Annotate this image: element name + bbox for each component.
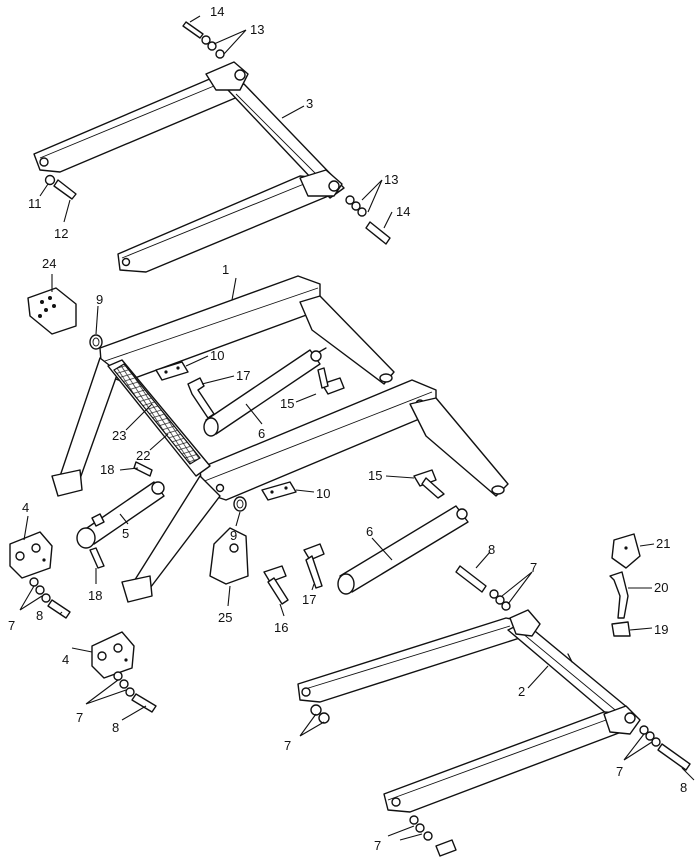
bushings-pin-part-2-bottom	[409, 815, 457, 857]
pin-part-18-upper	[133, 461, 153, 477]
mount-bracket-part-25	[209, 527, 249, 585]
callout-6-lower: 6	[366, 524, 373, 539]
pin-and-bushings-right	[345, 195, 391, 245]
callout-10-upper: 10	[210, 348, 224, 363]
plate-part-10-lower	[261, 481, 297, 501]
upper-arm-frame-part-3	[33, 61, 345, 273]
callout-25: 25	[218, 610, 232, 625]
callout-7-upper: 7	[530, 560, 537, 575]
lever-part-20	[609, 571, 629, 619]
callout-9-lower: 9	[230, 528, 237, 543]
callout-8-upper: 8	[488, 542, 495, 557]
callout-11: 11	[28, 196, 42, 211]
callout-20: 20	[654, 580, 668, 595]
bushings-pin-left-upper	[29, 577, 71, 619]
callout-23: 23	[112, 428, 126, 443]
callout-7-part2-bottom: 7	[374, 838, 381, 853]
bushings-pin-part-2-top	[455, 565, 511, 611]
mounting-bracket-part-4-upper	[9, 531, 53, 579]
callout-10-lower: 10	[316, 486, 330, 501]
callout-labels-extra: 8 7	[374, 780, 687, 853]
pin-part-17-lower	[303, 543, 325, 589]
bushings-pin-part-2-right	[639, 725, 691, 771]
callout-3: 3	[306, 96, 313, 111]
callout-7-left-upper: 7	[8, 618, 15, 633]
callout-18-upper: 18	[100, 462, 114, 477]
plate-part-10-upper	[155, 361, 189, 381]
callout-7-part2-left: 7	[284, 738, 291, 753]
callout-19: 19	[654, 622, 668, 637]
callout-8-part2-right: 8	[680, 780, 687, 795]
callout-12: 12	[54, 226, 68, 241]
pin-part-18-lower	[89, 547, 105, 569]
callout-7-left-lower: 7	[76, 710, 83, 725]
bracket-part-24	[27, 287, 77, 335]
hydraulic-cylinder-part-5	[76, 481, 165, 549]
main-frame-part-1	[51, 275, 509, 603]
callout-16: 16	[274, 620, 288, 635]
bushings-pin-left-lower	[113, 671, 157, 713]
plate-part-21	[611, 533, 641, 569]
pin-and-bushing-left	[44, 174, 77, 200]
callout-8-left-lower: 8	[112, 720, 119, 735]
callout-15-upper: 15	[280, 396, 294, 411]
callout-15-lower: 15	[368, 468, 382, 483]
callout-17-upper: 17	[236, 368, 250, 383]
callout-9-upper: 9	[96, 292, 103, 307]
callout-22: 22	[136, 448, 150, 463]
callout-14-right: 14	[396, 204, 410, 219]
callout-18-lower: 18	[88, 588, 102, 603]
washer-part-9-lower	[233, 496, 247, 512]
callout-24: 24	[42, 256, 56, 271]
callout-4-upper: 4	[22, 500, 29, 515]
callout-13-right: 13	[384, 172, 398, 187]
clip-part-19	[611, 621, 631, 637]
bushings-part-2-left	[310, 704, 330, 724]
callout-5: 5	[122, 526, 129, 541]
pin-part-16	[263, 565, 289, 605]
callout-17-lower: 17	[302, 592, 316, 607]
pin-part-15-upper	[317, 367, 345, 395]
washer-part-9-upper	[89, 334, 103, 350]
callout-21: 21	[656, 536, 670, 551]
callout-2: 2	[518, 684, 525, 699]
pin-part-15-lower	[413, 469, 445, 499]
callout-13-top: 13	[250, 22, 264, 37]
callout-14-top: 14	[210, 4, 224, 19]
callout-1: 1	[222, 262, 229, 277]
mounting-bracket-part-4-lower	[91, 631, 135, 679]
pin-and-bushings-top	[182, 21, 225, 59]
hydraulic-cylinder-part-6-upper	[203, 347, 327, 437]
pin-part-17-upper	[187, 377, 215, 419]
callout-4-lower: 4	[62, 652, 69, 667]
hydraulic-cylinder-part-6-lower	[337, 505, 469, 595]
callout-8-left-upper: 8	[36, 608, 43, 623]
callout-6-upper: 6	[258, 426, 265, 441]
callout-7-part2-right: 7	[616, 764, 623, 779]
callout-labels: 14 13 3 13 14 11 12 24 9 1 10 17 15 6 23…	[8, 4, 670, 779]
lower-arm-frame-part-2	[297, 609, 641, 813]
callout-leaders	[19, 15, 695, 841]
